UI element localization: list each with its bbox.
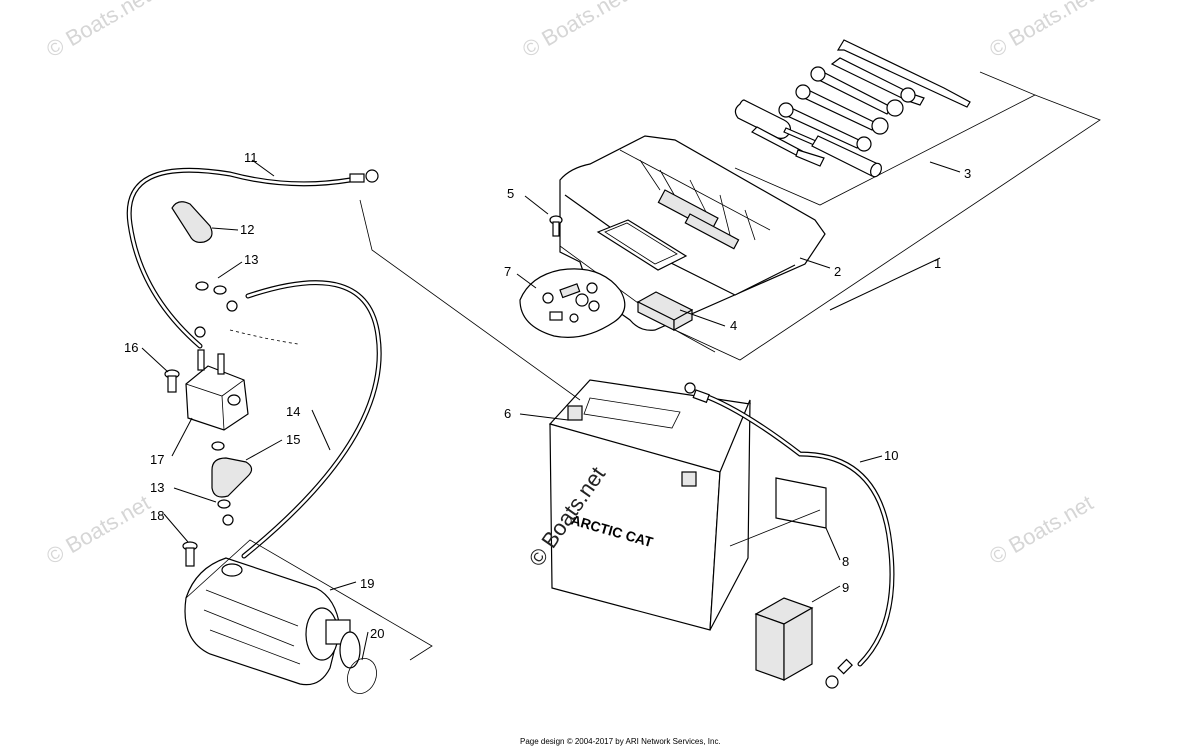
callout-11: 11 [244,150,258,165]
terminal-boot-15 [211,457,253,498]
watermark-top-right: © Boats.net [985,0,1097,62]
screw-18 [182,541,198,567]
footer-copyright: Page design © 2004-2017 by ARI Network S… [520,737,721,746]
solenoid-17 [185,349,249,431]
leader-1-bracket [559,94,1101,361]
cable-14 [222,280,382,559]
watermark-bottom-left: © Boats.net [42,490,154,569]
terminal-boot-12 [171,201,213,243]
battery-6: ARCTIC CAT © Boats.net [524,379,751,631]
callout-13-top: 13 [244,252,258,267]
callout-5: 5 [507,186,514,201]
callout-1: 1 [934,256,941,271]
tool-tray [559,135,826,331]
watermark-top-center: © Boats.net [518,0,630,62]
starter-motor-19 [184,557,361,686]
foam-pad-4 [636,291,694,332]
callout-16: 16 [124,340,138,355]
callout-8: 8 [842,554,849,569]
watermark-top-left: © Boats.net [42,0,154,62]
battery-cable-10 [684,382,895,689]
callout-numbers: 1 2 3 4 5 6 7 8 9 10 11 12 13 13 14 15 1… [124,150,971,641]
callout-10: 10 [884,448,898,463]
watermark-bottom-right: © Boats.net [985,490,1097,569]
foam-block-9 [754,597,814,682]
callout-15: 15 [286,432,300,447]
tool-kit [734,39,1036,206]
callout-3: 3 [964,166,971,181]
nut-13-top [195,281,227,295]
callout-9: 9 [842,580,849,595]
callout-19: 19 [360,576,374,591]
callout-17: 17 [150,452,164,467]
battery-label-8 [775,477,827,529]
screw-16 [164,369,180,393]
o-ring-20 [347,658,377,694]
callout-13-bottom: 13 [150,480,164,495]
hardware-kit-7 [519,268,626,338]
nut-13-bottom [211,441,231,509]
callout-4: 4 [730,318,737,333]
callout-18: 18 [150,508,164,523]
screw-5 [549,215,563,237]
callout-14: 14 [286,404,300,419]
callout-12: 12 [240,222,254,237]
callout-6: 6 [504,406,511,421]
callout-7: 7 [504,264,511,279]
cable-11 [126,167,379,349]
callout-2: 2 [834,264,841,279]
callout-leaders [141,159,961,661]
callout-20: 20 [370,626,384,641]
